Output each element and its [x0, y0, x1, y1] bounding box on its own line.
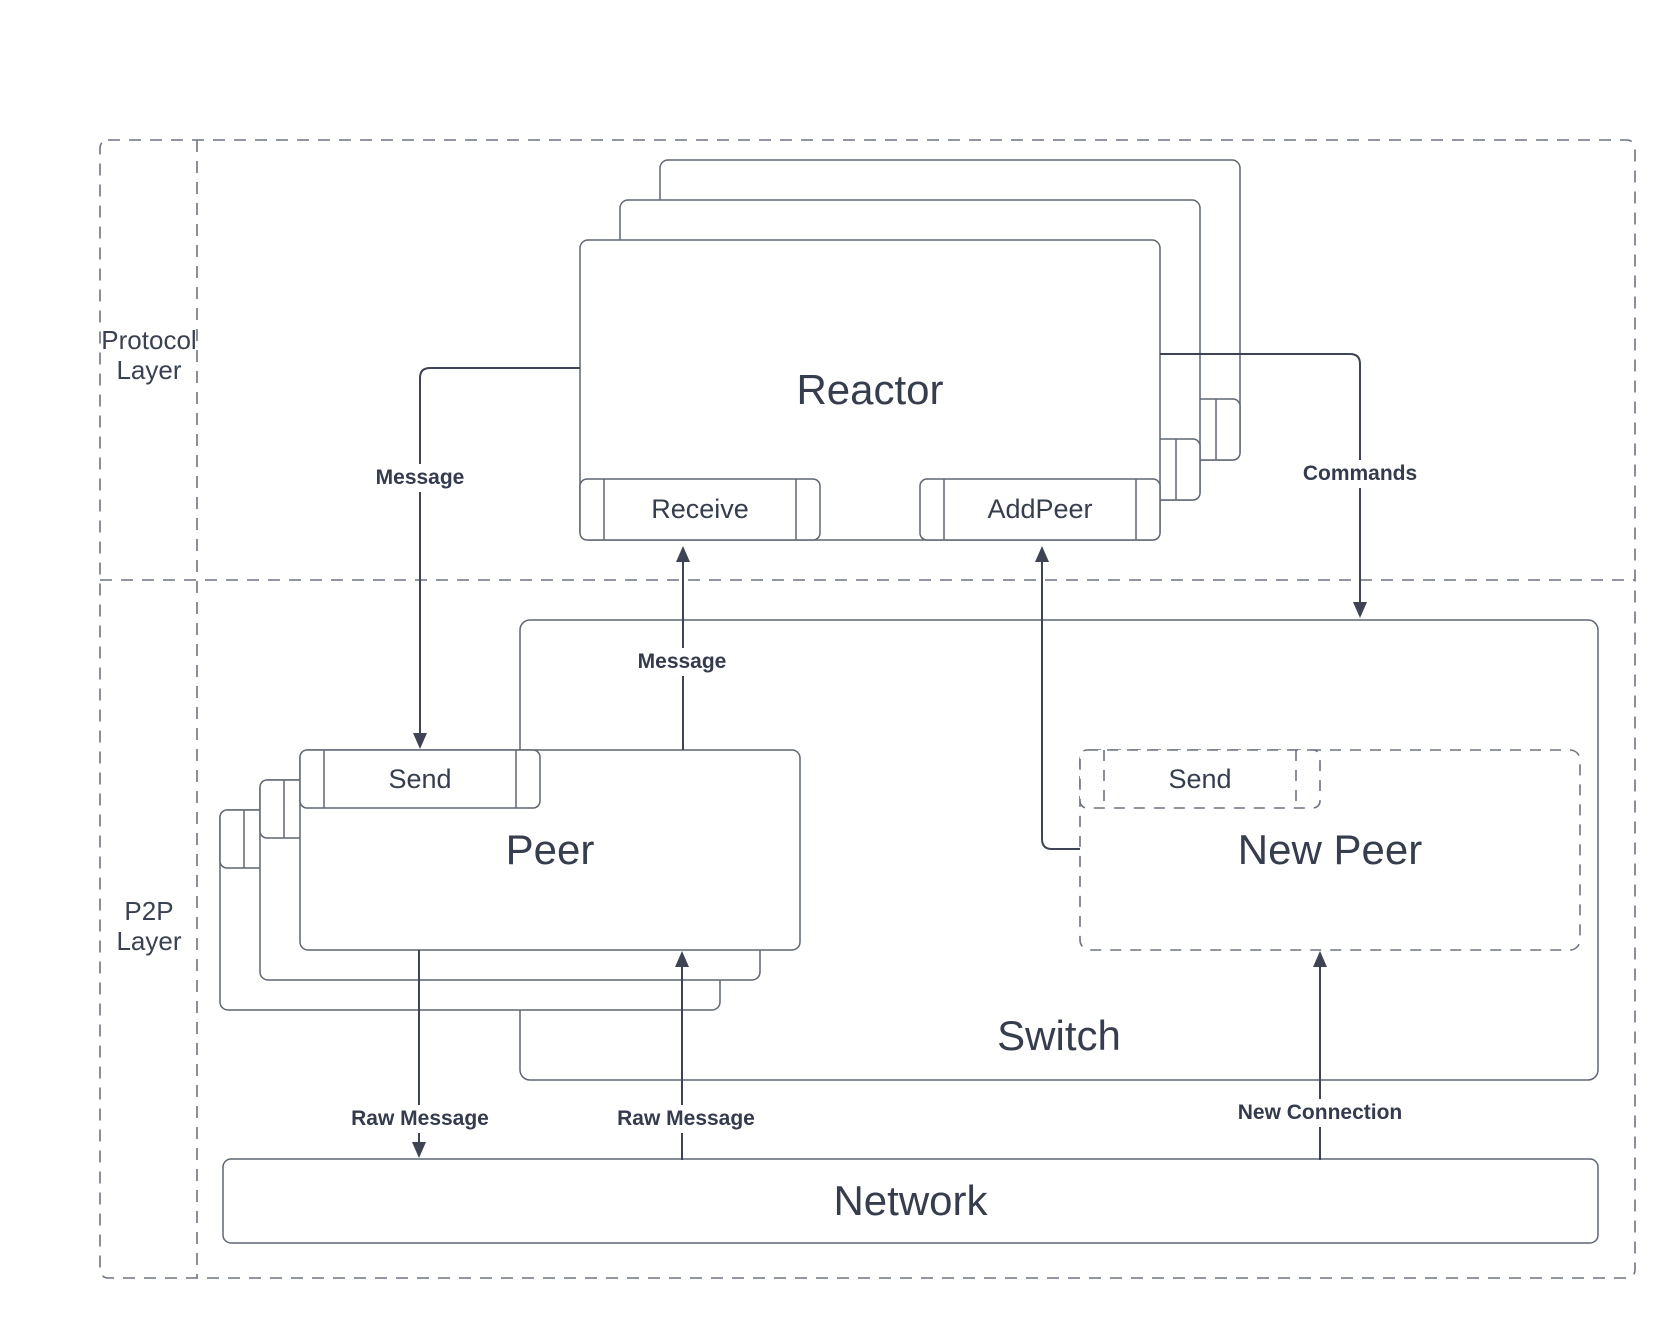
protocol-layer-line1: Protocol	[101, 325, 197, 356]
edge-commands-reactor-to-switch	[1160, 353, 1361, 603]
arrowhead-up-peer	[675, 951, 689, 967]
arrowhead-up-addpeer	[1035, 546, 1049, 562]
protocol-layer-label: Protocol Layer	[101, 325, 197, 386]
arrowhead-up-newpeer	[1313, 951, 1327, 967]
arrowhead-up-receive	[676, 546, 690, 562]
edge-message-reactor-to-peer	[419, 367, 580, 734]
edge-newpeer-to-addpeer	[1041, 561, 1080, 850]
p2p-layer-label: P2P Layer	[116, 896, 182, 957]
p2p-layer-line1: P2P	[124, 896, 174, 927]
arrowhead-down-send	[413, 733, 427, 749]
peer-send-tab	[299, 749, 541, 809]
reactor-receive-tab	[579, 478, 821, 541]
p2p-layer-line2: Layer	[116, 926, 182, 956]
new-peer-send-tab	[1079, 749, 1321, 809]
arrowheads	[412, 546, 1367, 1158]
network-box	[222, 1158, 1599, 1244]
peer-box-front	[299, 749, 801, 951]
reactor-box-front	[579, 239, 1161, 541]
arrowhead-down-switch	[1353, 602, 1367, 618]
edges	[418, 353, 1361, 1160]
layer-frame	[99, 139, 1636, 1279]
reactor-stack	[579, 159, 1241, 541]
protocol-layer-line2: Layer	[116, 355, 182, 385]
peer-stack	[219, 749, 801, 1011]
reactor-addpeer-tab	[919, 478, 1161, 541]
new-peer-box	[1079, 749, 1581, 951]
outer-dashed-border	[99, 139, 1636, 1279]
arrowhead-down-network	[412, 1142, 426, 1158]
